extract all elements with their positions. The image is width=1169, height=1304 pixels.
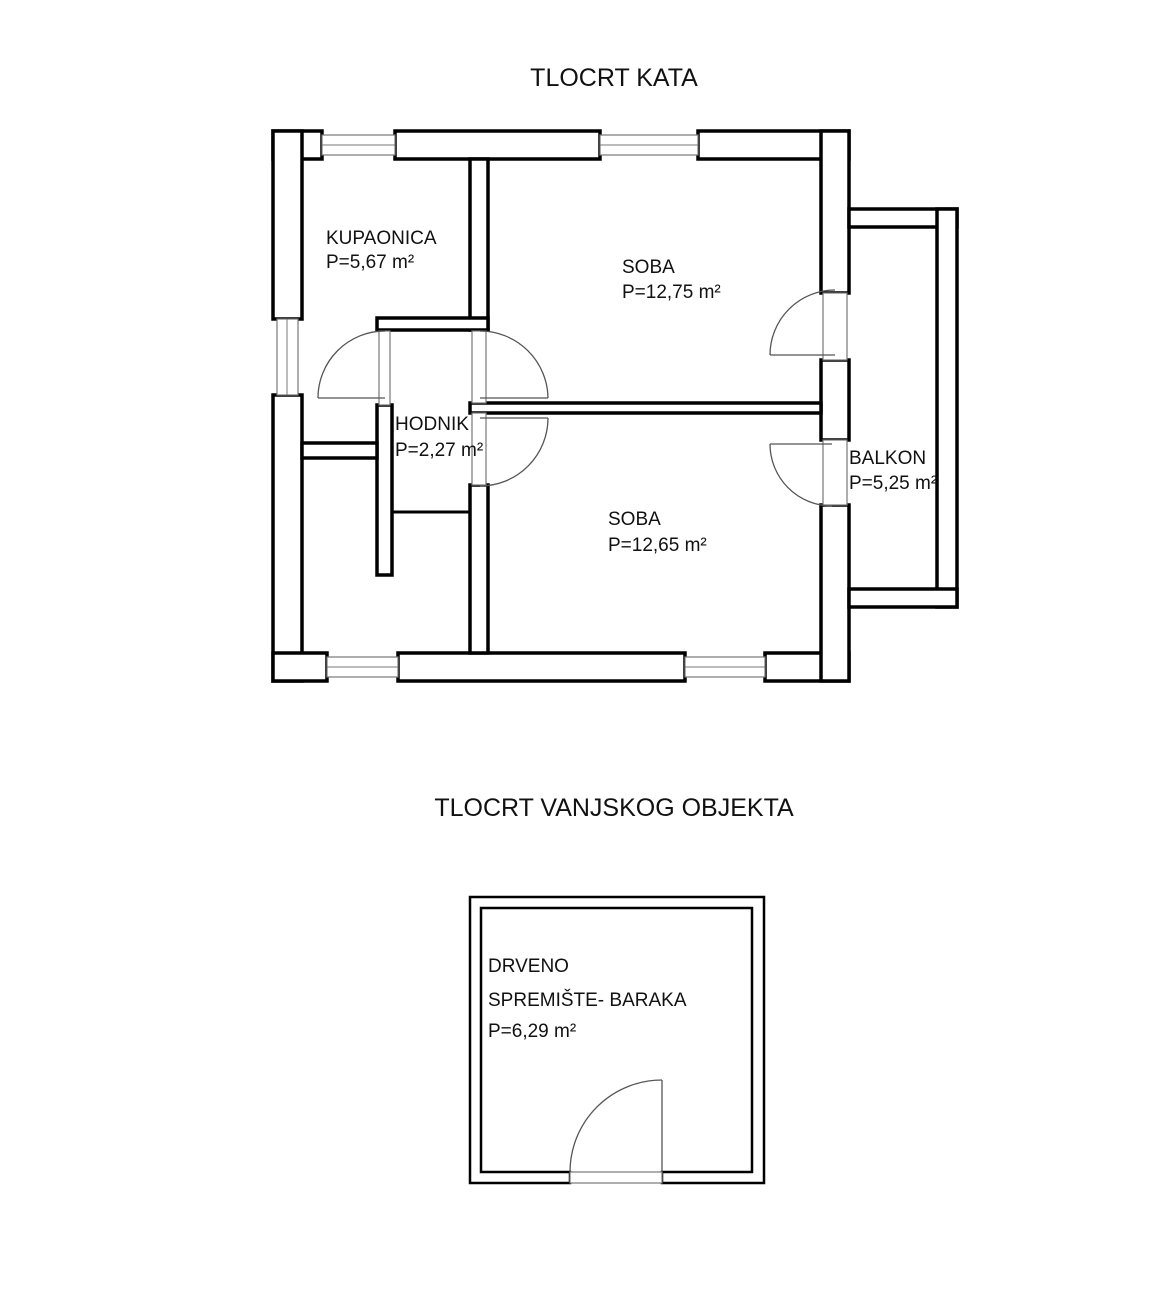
svg-text:P=12,65 m²: P=12,65 m²	[608, 535, 707, 556]
windows	[276, 134, 766, 678]
svg-text:SOBA: SOBA	[608, 509, 661, 530]
outbuilding: DRVENO SPREMIŠTE- BARAKA P=6,29 m²	[468, 895, 766, 1185]
room-soba-2: SOBA P=12,65 m²	[608, 509, 707, 556]
svg-text:HODNIK: HODNIK	[395, 414, 469, 435]
svg-text:P=5,67 m²: P=5,67 m²	[326, 252, 414, 273]
outbuilding-area: P=6,29 m²	[488, 1021, 576, 1042]
room-soba-1: SOBA P=12,75 m²	[622, 257, 721, 303]
interior-walls	[300, 157, 823, 655]
svg-text:P=5,25 m²: P=5,25 m²	[849, 473, 937, 494]
outbuilding-title: TLOCRT VANJSKOG OBJEKTA	[434, 794, 794, 822]
svg-text:BALKON: BALKON	[849, 448, 926, 469]
svg-text:KUPAONICA: KUPAONICA	[326, 228, 437, 249]
svg-text:P=2,27 m²: P=2,27 m²	[395, 440, 483, 461]
svg-text:P=12,75 m²: P=12,75 m²	[622, 282, 721, 303]
outbuilding-label-1: DRVENO	[488, 956, 569, 977]
balcony-walls	[847, 207, 959, 609]
room-hodnik: HODNIK P=2,27 m²	[395, 414, 483, 461]
room-balkon: BALKON P=5,25 m²	[849, 448, 937, 494]
room-kupaonica: KUPAONICA P=5,67 m²	[326, 228, 437, 273]
doors	[317, 289, 848, 507]
svg-text:SOBA: SOBA	[622, 257, 675, 278]
floor-plan-title: TLOCRT KATA	[530, 64, 698, 92]
outbuilding-label-2: SPREMIŠTE- BARAKA	[488, 989, 687, 1011]
